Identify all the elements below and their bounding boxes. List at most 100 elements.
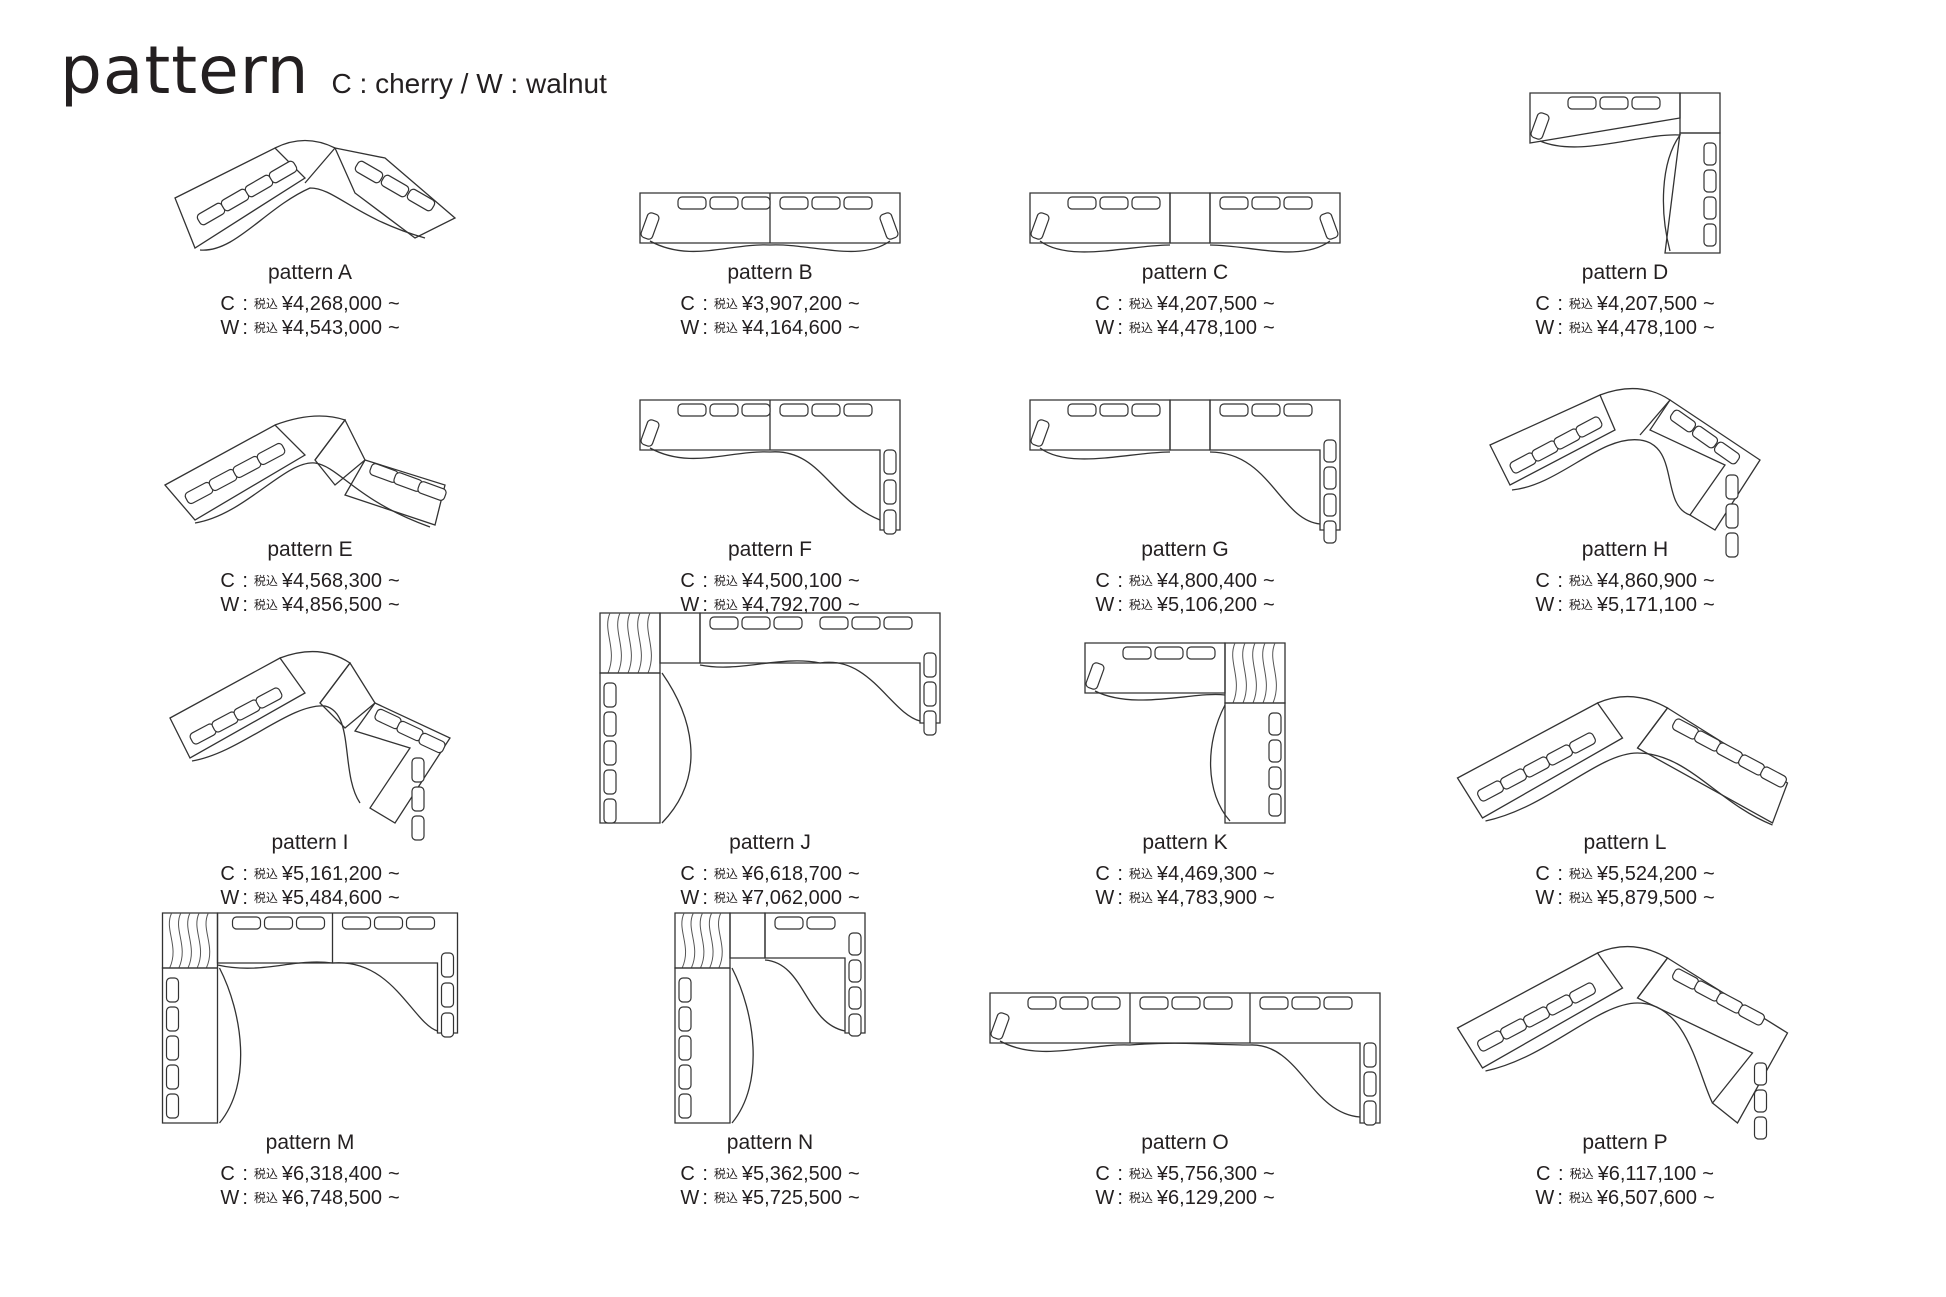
price-value: ¥5,362,500 <box>741 1163 842 1185</box>
price-walnut: W:税込¥6,748,500~ <box>100 1186 520 1210</box>
tax-included-label: 税込 <box>1128 867 1153 881</box>
price-value: ¥6,618,700 <box>741 863 842 885</box>
from-tilde: ~ <box>848 1163 860 1185</box>
from-tilde: ~ <box>848 293 860 315</box>
wood-code: C <box>220 863 235 885</box>
price-cherry: C:税込¥5,161,200~ <box>100 862 520 886</box>
page-header: pattern C : cherry / W : walnut <box>60 38 607 118</box>
pattern-label: pattern H <box>1581 538 1669 561</box>
from-tilde: ~ <box>388 1187 400 1209</box>
tax-included-label: 税込 <box>1128 1167 1153 1181</box>
wood-code: W <box>680 887 700 909</box>
from-tilde: ~ <box>388 887 400 909</box>
wood-code: C <box>220 1163 235 1185</box>
tax-included-label: 税込 <box>1568 891 1593 905</box>
tax-included-label: 税込 <box>713 891 738 905</box>
from-tilde: ~ <box>388 570 400 592</box>
price-value: ¥4,469,300 <box>1156 863 1257 885</box>
price-value: ¥6,748,500 <box>281 1187 382 1209</box>
price-cherry: C:税込¥4,500,100~ <box>560 569 980 593</box>
tax-included-label: 税込 <box>1128 321 1153 335</box>
tax-included-label: 税込 <box>1128 598 1153 612</box>
wood-code: C <box>1535 863 1550 885</box>
pattern-label: pattern E <box>267 538 353 561</box>
tax-included-label: 税込 <box>1569 1167 1594 1181</box>
wood-code: W <box>1095 594 1115 616</box>
wood-code: C <box>680 570 695 592</box>
separator: : <box>1117 570 1123 592</box>
pattern-label: pattern G <box>1141 538 1229 561</box>
from-tilde: ~ <box>1263 293 1275 315</box>
wood-code: W <box>680 317 700 339</box>
price-value: ¥5,161,200 <box>281 863 382 885</box>
wood-code: C <box>680 293 695 315</box>
from-tilde: ~ <box>848 594 860 616</box>
pattern-label: pattern K <box>1142 831 1228 854</box>
from-tilde: ~ <box>1703 317 1715 339</box>
price-walnut: W:税込¥5,484,600~ <box>100 886 520 910</box>
from-tilde: ~ <box>388 1163 400 1185</box>
price-cherry: C:税込¥5,362,500~ <box>560 1162 980 1186</box>
wood-code: W <box>1535 317 1555 339</box>
wood-code: C <box>1535 570 1550 592</box>
price-value: ¥5,106,200 <box>1156 594 1257 616</box>
wood-code: C <box>1535 293 1550 315</box>
separator: : <box>242 863 248 885</box>
price-value: ¥4,500,100 <box>741 570 842 592</box>
price-cherry: C:税込¥6,318,400~ <box>100 1162 520 1186</box>
price-value: ¥7,062,000 <box>741 887 842 909</box>
from-tilde: ~ <box>1263 887 1275 909</box>
from-tilde: ~ <box>1703 570 1715 592</box>
tax-included-label: 税込 <box>253 574 278 588</box>
tax-included-label: 税込 <box>253 297 278 311</box>
from-tilde: ~ <box>388 293 400 315</box>
wood-code: W <box>1535 594 1555 616</box>
from-tilde: ~ <box>388 594 400 616</box>
tax-included-label: 税込 <box>713 598 738 612</box>
separator: : <box>1557 570 1563 592</box>
tax-included-label: 税込 <box>713 1191 738 1205</box>
from-tilde: ~ <box>1703 863 1715 885</box>
price-walnut: W:税込¥5,106,200~ <box>975 593 1395 617</box>
wood-code: C <box>220 293 235 315</box>
tax-included-label: 税込 <box>1568 1191 1593 1205</box>
from-tilde: ~ <box>1703 594 1715 616</box>
pattern-label: pattern J <box>729 831 811 854</box>
wood-code: C <box>680 863 695 885</box>
wood-code: W <box>1095 887 1115 909</box>
separator: : <box>702 317 708 339</box>
price-cherry: C:税込¥5,524,200~ <box>1415 862 1835 886</box>
price-cherry: C:税込¥4,268,000~ <box>100 292 520 316</box>
separator: : <box>1117 1163 1123 1185</box>
from-tilde: ~ <box>848 887 860 909</box>
tax-included-label: 税込 <box>253 891 278 905</box>
price-value: ¥4,543,000 <box>281 317 382 339</box>
price-walnut: W:税込¥6,507,600~ <box>1415 1186 1835 1210</box>
price-walnut: W:税込¥6,129,200~ <box>975 1186 1395 1210</box>
pattern-label: pattern O <box>1141 1131 1229 1154</box>
price-walnut: W:税込¥4,792,700~ <box>560 593 980 617</box>
from-tilde: ~ <box>1263 1163 1275 1185</box>
sofa-layout-diagram <box>1529 92 1721 254</box>
price-value: ¥4,860,900 <box>1596 570 1697 592</box>
price-cherry: C:税込¥4,568,300~ <box>100 569 520 593</box>
from-tilde: ~ <box>848 570 860 592</box>
separator: : <box>1117 293 1123 315</box>
from-tilde: ~ <box>1703 1187 1715 1209</box>
sofa-layout-diagram <box>639 192 901 253</box>
price-walnut: W:税込¥7,062,000~ <box>560 886 980 910</box>
pattern-label: pattern C <box>1141 261 1229 284</box>
tax-included-label: 税込 <box>1128 297 1153 311</box>
wood-code: C <box>1536 1163 1551 1185</box>
price-value: ¥4,207,500 <box>1156 293 1257 315</box>
separator: : <box>1117 1187 1123 1209</box>
